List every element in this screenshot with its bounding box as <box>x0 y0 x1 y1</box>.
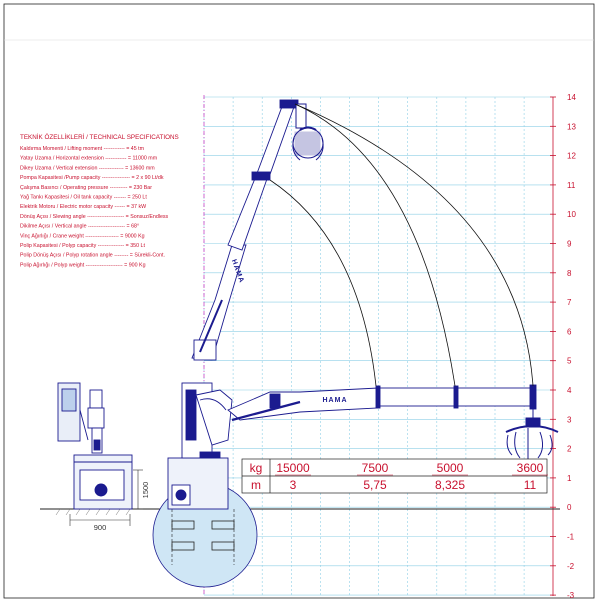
measurement-grid <box>203 96 553 596</box>
spec-line: Polip Dönüş Açısı / Polyp rotation angle… <box>20 253 165 259</box>
scale-label: 9 <box>567 240 572 249</box>
base-width-dimension: 900 <box>94 523 107 532</box>
load-m-value: 5,75 <box>363 478 387 492</box>
boom-brand-label: HAMA <box>323 397 348 404</box>
scale-label: 5 <box>567 357 572 366</box>
load-m-value: 8,325 <box>435 478 465 492</box>
specs-title: TEKNİK ÖZELLİKLERİ / TECHNICAL SPECIFICA… <box>20 132 179 141</box>
spec-line: Polip Ağırlığı / Polyp weight ----------… <box>20 262 146 268</box>
spec-line: Vinç Ağırlığı / Crane weight -----------… <box>20 233 145 239</box>
dimension-lines <box>69 469 143 526</box>
horizontal-boom <box>227 384 537 422</box>
scale-label: 11 <box>567 181 576 190</box>
load-table-values: 15000 7500 5000 3600 3 5,75 8,325 11 <box>275 461 548 492</box>
scale-label: -2 <box>567 562 575 571</box>
spec-line: Polip Kapasitesi / Polyp capacity ------… <box>20 243 145 249</box>
crane-column <box>167 382 233 510</box>
scale-label: 12 <box>567 152 576 161</box>
scale-label: 10 <box>567 210 576 219</box>
spec-line: Pompa Kapasitesi /Pump capacity --------… <box>20 175 164 181</box>
scale-label: 4 <box>567 386 572 395</box>
spec-line: Dikey Uzama / Vertical extension -------… <box>20 165 155 171</box>
grapple-raised <box>292 103 324 161</box>
scale-label: 2 <box>567 445 572 454</box>
ground-hatch <box>55 508 131 516</box>
specs-list: Kaldırma Momenti / Lifting moment ------… <box>20 146 169 268</box>
load-kg-value: 5000 <box>437 461 464 475</box>
grapple-extended <box>505 409 559 460</box>
scale-label: 6 <box>567 327 572 336</box>
load-kg-value: 3600 <box>517 461 544 475</box>
raised-boom <box>191 99 299 361</box>
reach-arcs <box>269 103 534 387</box>
scale-label: -3 <box>567 591 575 600</box>
scale-label: -1 <box>567 533 575 542</box>
load-kg-value: 15000 <box>276 461 310 475</box>
load-table-kg-label: kg <box>250 461 263 475</box>
load-kg-value: 7500 <box>362 461 389 475</box>
load-table-m-label: m <box>251 478 261 492</box>
spec-line: Yatay Uzama / Horizontal extension -----… <box>20 156 158 162</box>
spec-line: Çalışma Basıncı / Operating pressure ---… <box>20 185 152 191</box>
scale-label: 0 <box>567 503 572 512</box>
load-m-value: 3 <box>290 478 297 492</box>
spec-line: Dikilme Açısı / Vertical angle ---------… <box>20 224 139 230</box>
spec-line: Elektrik Motoru / Electric motor capacit… <box>20 204 146 210</box>
spec-line: Yağ Tankı Kapasitesi / Oil tank capacity… <box>20 195 147 201</box>
load-table <box>241 458 548 494</box>
crane-side-view <box>57 382 133 510</box>
scale-label: 14 <box>567 93 576 102</box>
scale-label: 1 <box>567 474 572 483</box>
drawing-frame <box>3 3 595 599</box>
scale-label: 13 <box>567 122 576 131</box>
base-height-dimension: 1500 <box>141 482 150 499</box>
spec-line: Dönüş Açısı / Slewing angle ------------… <box>20 214 169 220</box>
load-m-value: 11 <box>524 478 537 492</box>
spec-line: Kaldırma Momenti / Lifting moment ------… <box>20 146 145 152</box>
scale-label: 8 <box>567 269 572 278</box>
scale-label: 7 <box>567 298 572 307</box>
scale-label: 3 <box>567 415 572 424</box>
